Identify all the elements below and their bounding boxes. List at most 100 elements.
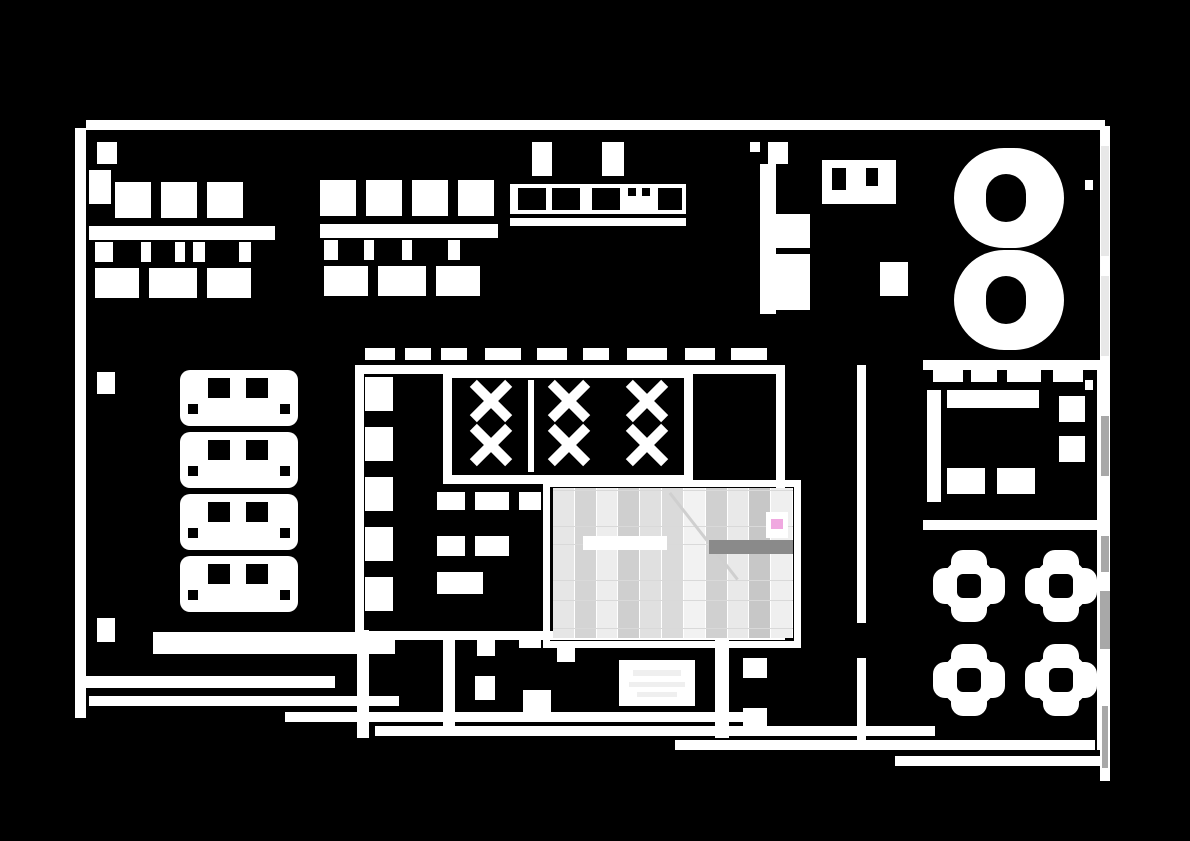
toolbar-cell[interactable]: [193, 242, 205, 262]
scrollbar-thumb[interactable]: [1101, 536, 1109, 572]
list-item[interactable]: [180, 494, 298, 550]
footer-chip[interactable]: [519, 632, 541, 648]
rail-cell[interactable]: [365, 577, 393, 611]
toolbar-chip[interactable]: [436, 266, 480, 296]
accent-badge[interactable]: [766, 512, 788, 538]
badge-cutout: [986, 276, 1026, 324]
toolbar-group-right[interactable]: [750, 142, 920, 322]
toolbar-chip[interactable]: [149, 268, 197, 298]
x-cell[interactable]: [456, 379, 526, 470]
bottom-rule: [675, 740, 1095, 750]
toolbar-cell[interactable]: [776, 254, 810, 310]
status-badge[interactable]: [954, 148, 1064, 248]
gear-icon[interactable]: [1025, 644, 1097, 716]
toolbar-cell[interactable]: [768, 142, 788, 164]
x-cell[interactable]: [534, 379, 604, 470]
toolbar-group-two[interactable]: [320, 172, 500, 302]
right-mid-panel[interactable]: [927, 368, 1105, 518]
footer-rail: [443, 636, 455, 728]
toolbar-chip[interactable]: [324, 266, 368, 296]
rail-cell[interactable]: [365, 477, 393, 511]
toolbar-cell[interactable]: [880, 262, 908, 296]
toolbar-chip[interactable]: [95, 268, 139, 298]
bottom-rule: [85, 676, 335, 688]
chart-bar: [771, 488, 793, 638]
toolbar-cell[interactable]: [175, 242, 185, 262]
toolbar-cell[interactable]: [115, 182, 151, 218]
footer-chip[interactable]: [743, 658, 767, 678]
rail-cell[interactable]: [365, 527, 393, 561]
list-item[interactable]: [180, 556, 298, 612]
cell-chip[interactable]: [437, 536, 465, 556]
toolbar-cell[interactable]: [141, 242, 151, 262]
scrollbar-thumb[interactable]: [1100, 591, 1110, 649]
toolbar-cell[interactable]: [207, 182, 243, 218]
toolbar-group-one[interactable]: [89, 142, 279, 302]
footer-chip[interactable]: [475, 676, 495, 700]
toolbar-slot: [592, 188, 620, 210]
bottom-rule: [895, 756, 1107, 766]
left-list-panel[interactable]: [170, 370, 310, 620]
toolbar-cell[interactable]: [95, 242, 113, 262]
application-window: [75, 120, 1110, 780]
toolbar-cell[interactable]: [239, 242, 251, 262]
icon-grid[interactable]: [925, 548, 1105, 728]
right-pill-stack[interactable]: [930, 142, 1100, 357]
cell-chip[interactable]: [519, 492, 541, 510]
toolbar-dot: [642, 188, 650, 196]
gear-icon[interactable]: [1025, 550, 1097, 622]
x-cell[interactable]: [612, 379, 682, 470]
toolbar-cell[interactable]: [161, 182, 197, 218]
gear-icon[interactable]: [933, 550, 1005, 622]
cell-chip[interactable]: [437, 572, 483, 594]
chart-bar: [683, 488, 706, 638]
toolbar-cell[interactable]: [412, 180, 448, 216]
toolbar-cell[interactable]: [320, 180, 356, 216]
toolbar-cell[interactable]: [448, 240, 460, 260]
data-grid[interactable]: [553, 488, 793, 638]
cell-chip[interactable]: [475, 536, 509, 556]
cell-chip[interactable]: [437, 492, 465, 510]
list-item[interactable]: [180, 432, 298, 488]
toolbar-group-three[interactable]: [510, 142, 690, 237]
center-left-cells[interactable]: [437, 492, 557, 602]
toolbar-cell[interactable]: [324, 240, 338, 260]
grid-gap: [583, 536, 667, 550]
toolbar-rule: [320, 224, 498, 238]
scrollbar-thumb[interactable]: [1102, 706, 1108, 768]
chart-bar: [618, 488, 641, 638]
center-rail[interactable]: [357, 365, 417, 640]
toolbar-cell[interactable]: [97, 142, 117, 164]
toolbar-cell[interactable]: [602, 142, 624, 176]
toolbar-cell[interactable]: [402, 240, 412, 260]
toolbar-cell[interactable]: [364, 240, 374, 260]
rail-cell[interactable]: [365, 377, 393, 411]
toolbar-slot: [518, 188, 546, 210]
footer-chip[interactable]: [557, 646, 575, 662]
x-cell-group[interactable]: [443, 369, 693, 484]
vertical-scrollbar[interactable]: [1100, 126, 1110, 781]
toolbar-chip[interactable]: [207, 268, 251, 298]
toolbar-chip[interactable]: [378, 266, 426, 296]
preview-thumbnail[interactable]: [619, 660, 695, 706]
toolbar-cell[interactable]: [532, 142, 552, 176]
toolbar-cell[interactable]: [89, 170, 111, 204]
scroll-tick: [1085, 520, 1093, 530]
footer-chip[interactable]: [477, 638, 495, 656]
window-top-rail: [86, 120, 1105, 130]
toolbar-cell[interactable]: [776, 214, 810, 248]
toolbar-glyph: [866, 168, 878, 186]
rail-cell[interactable]: [365, 427, 393, 461]
status-badge[interactable]: [954, 250, 1064, 350]
toolbar-cell[interactable]: [458, 180, 494, 216]
toolbar-rule: [510, 218, 686, 226]
gear-icon[interactable]: [933, 644, 1005, 716]
cell-chip[interactable]: [475, 492, 509, 510]
toolbar-glyph: [832, 168, 846, 190]
panel-marker: [97, 618, 115, 642]
toolbar-cell[interactable]: [366, 180, 402, 216]
chart-bar: [662, 488, 684, 638]
scrollbar-thumb[interactable]: [1101, 416, 1109, 476]
progress-bar[interactable]: [153, 632, 395, 654]
list-item[interactable]: [180, 370, 298, 426]
